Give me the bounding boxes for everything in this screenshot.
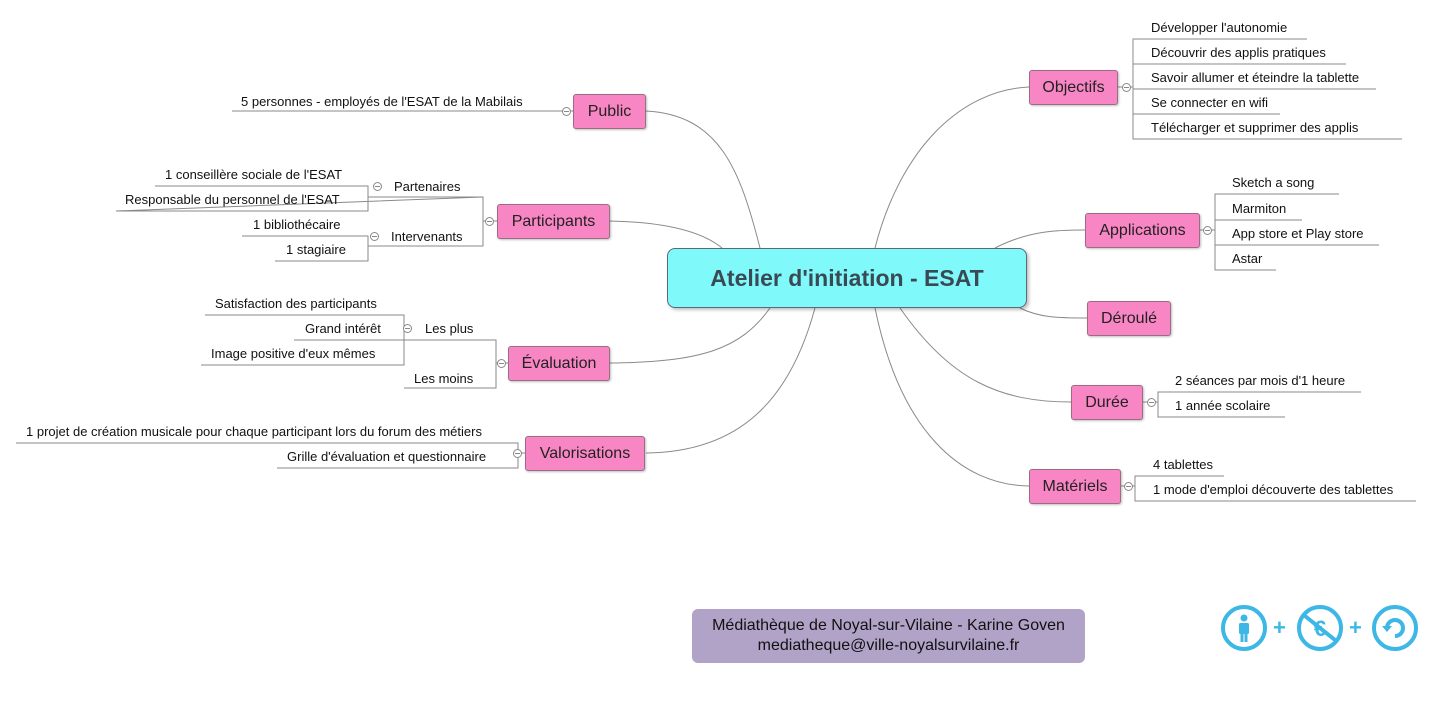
leaf-applications-2: Marmiton — [1232, 201, 1287, 216]
leaf-plus-3: Image positive d'eux mêmes — [211, 346, 376, 361]
branch-applications[interactable]: Applications — [1085, 213, 1200, 248]
branch-valorisations[interactable]: Valorisations — [525, 436, 645, 471]
branch-materiels[interactable]: Matériels — [1029, 469, 1121, 504]
branch-objectifs[interactable]: Objectifs — [1029, 70, 1118, 105]
collapse-toggle-applications[interactable] — [1203, 226, 1212, 235]
credits-box: Médiathèque de Noyal-sur-Vilaine - Karin… — [692, 609, 1085, 663]
leaf-duree-2: 1 année scolaire — [1175, 398, 1271, 413]
subtopic-les-plus: Les plus — [425, 321, 474, 336]
leaf-valorisations-2: Grille d'évaluation et questionnaire — [287, 449, 487, 464]
subtopic-partenaires: Partenaires — [394, 179, 461, 194]
branch-public[interactable]: Public — [573, 94, 646, 129]
leaf-plus-2: Grand intérêt — [305, 321, 381, 336]
leaf-plus-1: Satisfaction des participants — [215, 296, 377, 311]
leaf-objectifs-1: Développer l'autonomie — [1151, 20, 1288, 35]
collapse-toggle-les-plus[interactable] — [403, 324, 412, 333]
leaf-materiels-1: 4 tablettes — [1153, 457, 1213, 472]
leaf-objectifs-5: Télécharger et supprimer des applis — [1151, 120, 1359, 135]
leaf-public-1: 5 personnes - employés de l'ESAT de la M… — [241, 94, 523, 109]
leaf-intervenants-2: 1 stagiaire — [286, 242, 346, 257]
collapse-toggle-duree[interactable] — [1147, 398, 1156, 407]
leaf-materiels-2: 1 mode d'emploi découverte des tablettes — [1153, 482, 1394, 497]
leaf-intervenants-1: 1 bibliothécaire — [253, 217, 341, 232]
collapse-toggle-materiels[interactable] — [1124, 482, 1133, 491]
share-alike-icon — [1372, 605, 1418, 651]
subtopic-intervenants: Intervenants — [391, 229, 463, 244]
leaf-applications-3: App store et Play store — [1232, 226, 1364, 241]
credits-author: Médiathèque de Noyal-sur-Vilaine - Karin… — [712, 617, 1065, 634]
leaf-applications-1: Sketch a song — [1232, 175, 1315, 190]
leaf-duree-1: 2 séances par mois d'1 heure — [1175, 373, 1346, 388]
plus-sign-2: + — [1349, 615, 1362, 640]
credits-email: mediatheque@ville-noyalsurvilaine.fr — [757, 637, 1020, 654]
collapse-toggle-participants[interactable] — [485, 217, 494, 226]
no-commercial-icon: € — [1297, 605, 1343, 651]
leaf-applications-4: Astar — [1232, 251, 1263, 266]
leaf-valorisations-1: 1 projet de création musicale pour chaqu… — [26, 424, 482, 439]
leaf-partenaires-2: Responsable du personnel de l'ESAT — [125, 192, 340, 207]
leaf-objectifs-2: Découvrir des applis pratiques — [1151, 45, 1326, 60]
leaf-partenaires-1: 1 conseillère sociale de l'ESAT — [165, 167, 343, 182]
branch-duree[interactable]: Durée — [1071, 385, 1143, 420]
subtopic-les-moins: Les moins — [414, 371, 474, 386]
collapse-toggle-public[interactable] — [562, 107, 571, 116]
plus-sign-1: + — [1273, 615, 1286, 640]
collapse-toggle-evaluation[interactable] — [497, 359, 506, 368]
person-icon — [1221, 605, 1267, 651]
collapse-toggle-intervenants[interactable] — [370, 232, 379, 241]
collapse-toggle-objectifs[interactable] — [1122, 83, 1131, 92]
branch-evaluation[interactable]: Évaluation — [508, 346, 610, 381]
collapse-toggle-partenaires[interactable] — [373, 182, 382, 191]
branch-participants[interactable]: Participants — [497, 204, 610, 239]
collapse-toggle-valorisations[interactable] — [513, 449, 522, 458]
leaf-objectifs-3: Savoir allumer et éteindre la tablette — [1151, 70, 1360, 85]
branch-deroule[interactable]: Déroulé — [1087, 301, 1171, 336]
central-topic[interactable]: Atelier d'initiation - ESAT — [667, 248, 1027, 308]
leaf-objectifs-4: Se connecter en wifi — [1151, 95, 1269, 110]
